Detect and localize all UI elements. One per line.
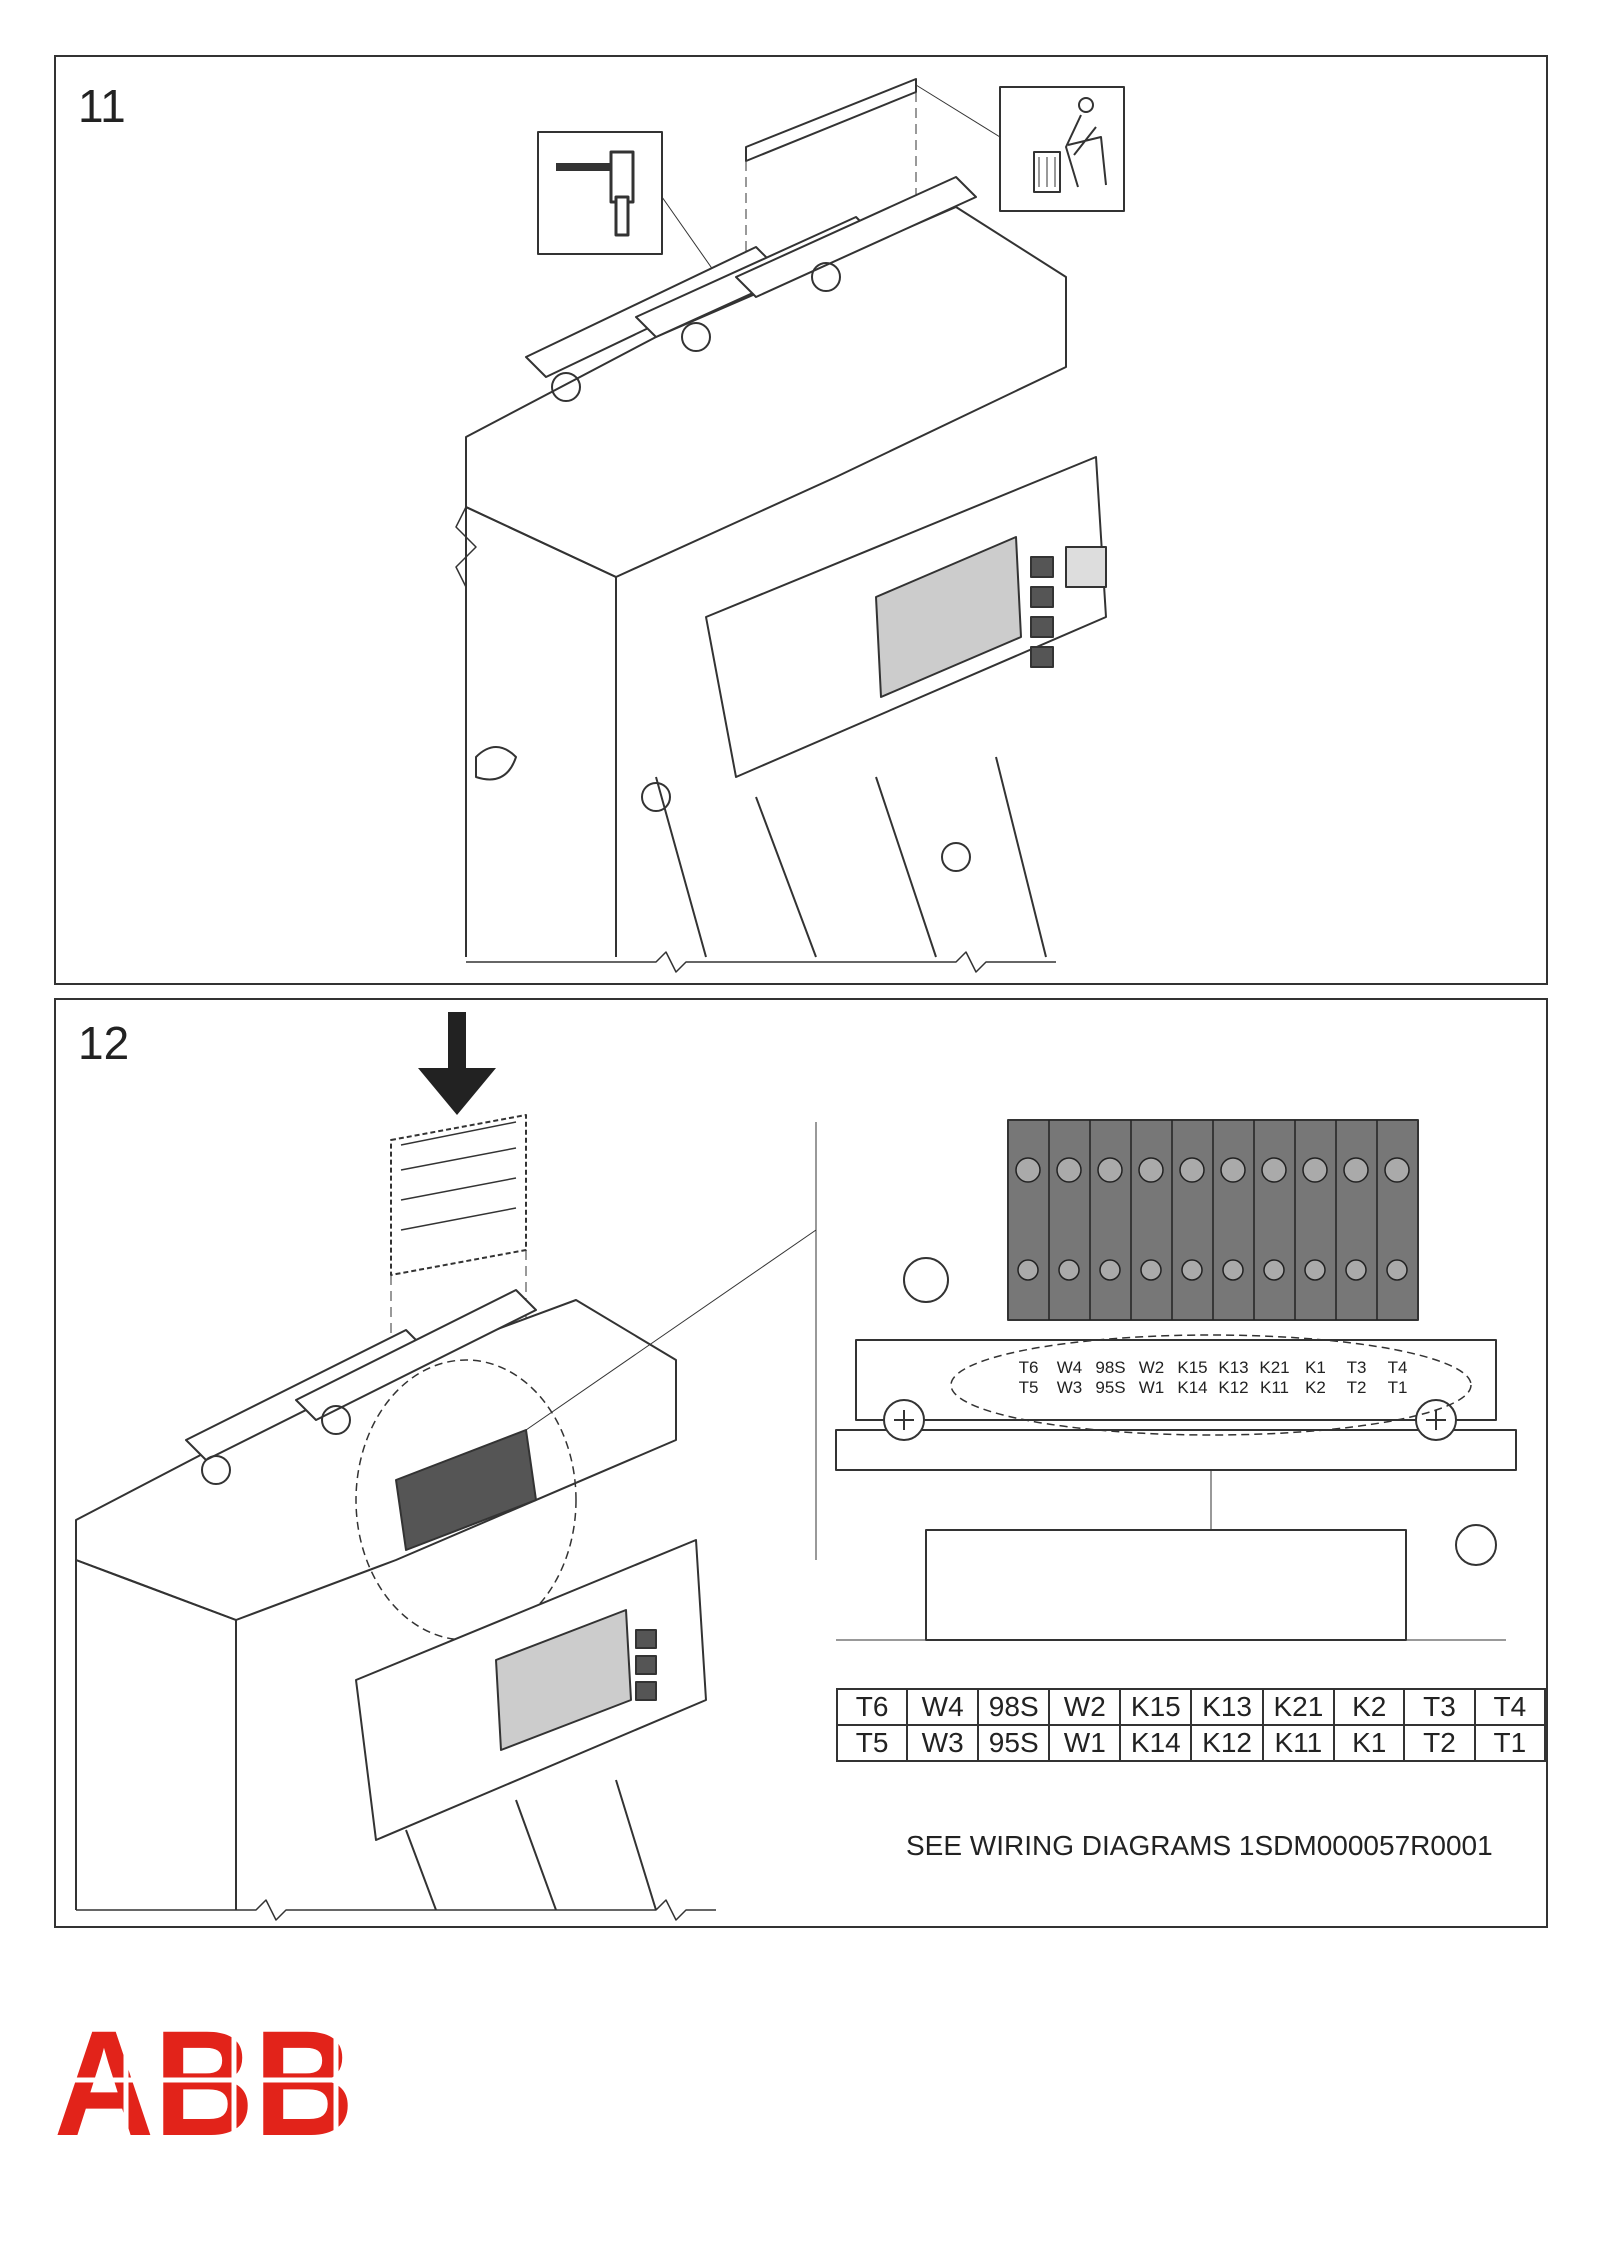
step-number: 12 <box>78 1017 130 1069</box>
breaker-illustration-step-12 <box>75 1012 1517 1921</box>
detail-label-top: K21 <box>1259 1358 1290 1377</box>
trash-bin-icon <box>999 86 1125 212</box>
table-cell: T2 <box>1403 1724 1476 1762</box>
table-cell: K13 <box>1190 1688 1264 1726</box>
detail-terminal-labels: T6 W4 98S W2 K15 K13 K21 K1 T3 T4 T5 W3 … <box>1008 1358 1418 1398</box>
breaker-illustration-step-11 <box>455 78 1125 973</box>
abb-logo: ABB <box>54 2020 354 2140</box>
wiring-diagram-note: SEE WIRING DIAGRAMS 1SDM000057R0001 <box>906 1830 1493 1861</box>
table-cell: T4 <box>1473 1688 1547 1726</box>
detail-label-bottom: T1 <box>1387 1378 1408 1397</box>
detail-label-top: W2 <box>1138 1358 1165 1377</box>
detail-label-top: K13 <box>1218 1358 1249 1377</box>
detail-label-bottom: W1 <box>1138 1378 1165 1397</box>
detail-label-top: 98S <box>1095 1358 1126 1377</box>
detail-label-top: T4 <box>1387 1358 1408 1377</box>
hammer-icon <box>537 131 663 255</box>
detail-label-top: T6 <box>1018 1358 1039 1377</box>
detail-label-bottom: K14 <box>1177 1378 1208 1397</box>
detail-label-top: W4 <box>1056 1358 1083 1377</box>
step-11-panel: 11 <box>54 55 1548 985</box>
table-cell: K12 <box>1190 1724 1264 1762</box>
down-arrow-icon <box>418 1012 496 1115</box>
table-cell: K2 <box>1333 1688 1406 1726</box>
table-cell: K1 <box>1333 1724 1406 1762</box>
table-cell: T6 <box>835 1688 909 1726</box>
terminal-assignment-table: T6 W4 98S W2 K15 K13 K21 K2 T3 T4 T5 W3 … <box>835 1688 1547 1762</box>
table-cell: T3 <box>1403 1688 1476 1726</box>
detail-label-bottom: T2 <box>1346 1378 1367 1397</box>
table-cell: K21 <box>1261 1688 1336 1726</box>
table-cell: K14 <box>1119 1724 1193 1762</box>
detail-label-bottom: K11 <box>1260 1378 1289 1397</box>
step-12-panel: 12 <box>54 998 1548 1928</box>
detail-label-bottom: T5 <box>1018 1378 1039 1397</box>
step-number: 11 <box>78 80 126 132</box>
detail-label-bottom: K12 <box>1218 1378 1249 1397</box>
table-cell: T1 <box>1473 1724 1547 1762</box>
table-cell: K11 <box>1261 1724 1336 1762</box>
table-cell: W1 <box>1048 1724 1122 1762</box>
table-row: T6 W4 98S W2 K15 K13 K21 K2 T3 T4 <box>835 1688 1547 1726</box>
table-cell: W2 <box>1048 1688 1122 1726</box>
detail-label-bottom: W3 <box>1056 1378 1083 1397</box>
table-cell: K15 <box>1119 1688 1193 1726</box>
table-cell: W4 <box>906 1688 980 1726</box>
table-cell: 95S <box>977 1724 1051 1762</box>
table-cell: T5 <box>835 1724 909 1762</box>
detail-label-top: K1 <box>1305 1358 1326 1377</box>
detail-label-bottom: 95S <box>1095 1378 1126 1397</box>
table-row: T5 W3 95S W1 K14 K12 K11 K1 T2 T1 <box>835 1724 1547 1762</box>
table-cell: 98S <box>977 1688 1051 1726</box>
table-cell: W3 <box>906 1724 980 1762</box>
detail-label-top: T3 <box>1346 1358 1367 1377</box>
detail-label-top: K15 <box>1177 1358 1208 1377</box>
detail-label-bottom: K2 <box>1305 1378 1326 1397</box>
